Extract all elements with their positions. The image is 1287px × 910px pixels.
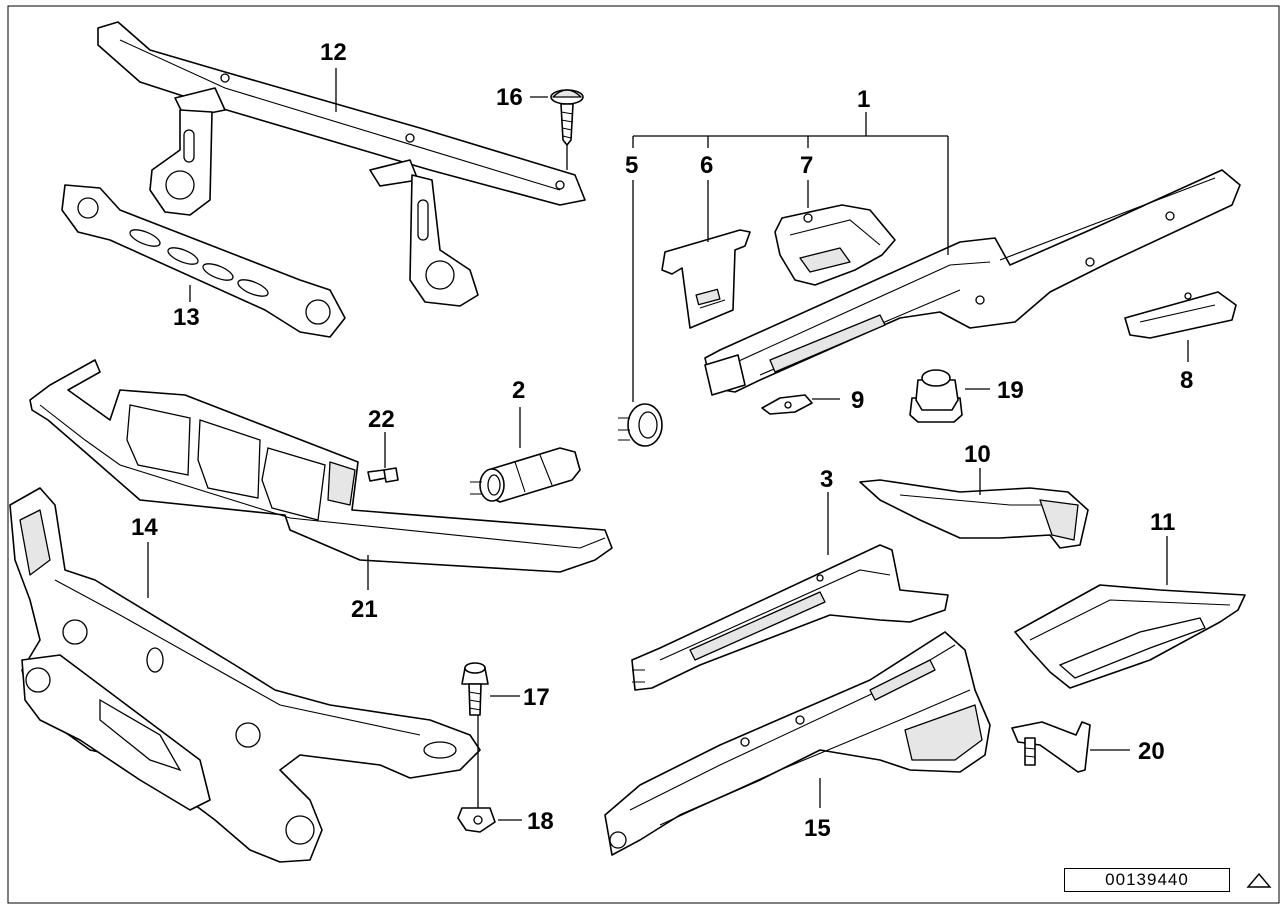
callout-21: 21 [351, 596, 378, 623]
callout-13: 13 [173, 304, 200, 331]
callout-18: 18 [527, 808, 554, 835]
callout-20: 20 [1138, 738, 1165, 765]
part-11-panel [1014, 584, 1246, 689]
part-12-upper-crossmember [97, 21, 586, 307]
part-17-bolt [461, 662, 489, 716]
callout-5: 5 [625, 152, 638, 179]
part-15-lower-member [604, 631, 991, 856]
part-8-plate [1124, 291, 1237, 339]
callout-19: 19 [997, 377, 1024, 404]
callout-10: 10 [964, 441, 991, 468]
part-1-longitudinal-member [704, 169, 1241, 396]
callout-15: 15 [804, 815, 831, 842]
callout-16: 16 [496, 84, 523, 111]
part-21-front-panel [29, 359, 613, 573]
part-2-sleeve [470, 447, 581, 503]
part-22-bolt [367, 467, 399, 483]
callout-2: 2 [512, 377, 525, 404]
callout-9: 9 [851, 387, 864, 414]
callouts: 12 16 1 5 6 7 13 8 9 19 2 22 10 3 11 14 … [131, 39, 1193, 842]
callout-11: 11 [1150, 509, 1175, 536]
leader-lines [147, 68, 1189, 821]
callout-22: 22 [368, 406, 395, 433]
part-14-front-carrier [9, 487, 481, 863]
triangle-icon [1246, 872, 1272, 888]
callout-8: 8 [1180, 367, 1193, 394]
part-10-panel [859, 479, 1089, 549]
part-13-brace [61, 184, 346, 338]
part-20-bracket [1011, 721, 1091, 773]
callout-12: 12 [320, 39, 347, 66]
callout-7: 7 [800, 152, 813, 179]
part-16-screw [550, 89, 584, 146]
part-5-ring [618, 403, 663, 447]
part-3-member [631, 544, 949, 691]
part-18-clip-nut [457, 807, 496, 833]
callout-14: 14 [131, 514, 158, 541]
part-19-mount [909, 369, 963, 423]
part-9-plate [761, 394, 813, 415]
callout-17: 17 [523, 684, 550, 711]
callout-6: 6 [700, 152, 713, 179]
part-6-bracket [661, 229, 751, 329]
callout-1: 1 [857, 86, 870, 113]
diagram-frame [7, 5, 1280, 904]
callout-3: 3 [820, 466, 833, 493]
diagram-reference-number: 00139440 [1064, 868, 1230, 892]
part-7-bracket [774, 204, 896, 286]
